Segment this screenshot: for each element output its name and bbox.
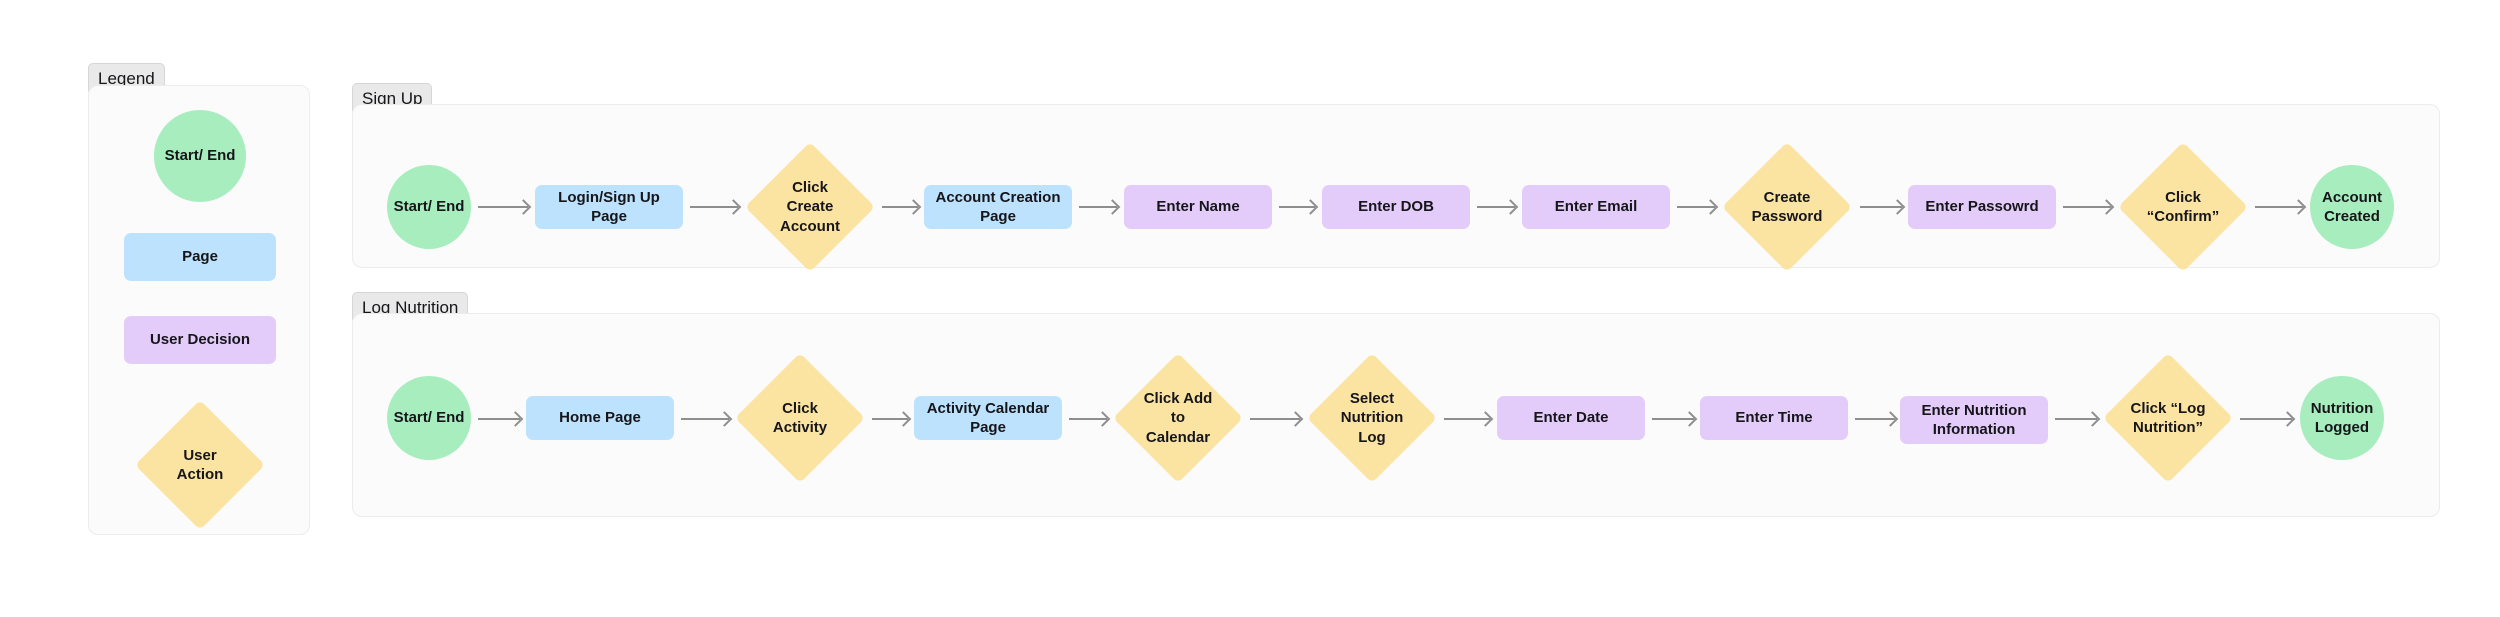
log-nutrition-arrow-7 xyxy=(1652,418,1694,420)
sign-up-arrow-1 xyxy=(478,206,528,208)
legend-user-action[interactable]: User Action xyxy=(130,399,270,531)
node-label: Click Add to Calendar xyxy=(1143,390,1213,446)
node-label: Start/ End xyxy=(393,198,465,216)
log-nutrition-enter-nutrition-information[interactable]: Enter Nutrition Information xyxy=(1900,396,2048,444)
legend-page[interactable]: Page xyxy=(124,233,276,281)
node-label: Click Activity xyxy=(772,399,828,436)
node-label: User Action xyxy=(176,446,224,483)
node-label: Account Created xyxy=(2322,188,2382,225)
sign-up-account-creation-page[interactable]: Account Creation Page xyxy=(924,185,1072,229)
sign-up-arrow-9 xyxy=(2063,206,2111,208)
log-nutrition-arrow-6 xyxy=(1444,418,1490,420)
node-label: Enter Passowrd xyxy=(1925,198,2039,216)
log-nutrition-arrow-3 xyxy=(872,418,908,420)
log-nutrition-select-nutrition-log[interactable]: Select Nutrition Log xyxy=(1306,352,1438,484)
log-nutrition-click-activity[interactable]: Click Activity xyxy=(734,352,866,484)
sign-up-enter-email[interactable]: Enter Email xyxy=(1522,185,1670,229)
log-nutrition-arrow-4 xyxy=(1069,418,1107,420)
node-label: Enter Time xyxy=(1735,409,1813,427)
node-label: Create Password xyxy=(1751,188,1823,225)
node-label: Home Page xyxy=(559,409,641,427)
sign-up-arrow-7 xyxy=(1677,206,1715,208)
log-nutrition-start-end[interactable]: Start/ End xyxy=(387,376,471,460)
sign-up-arrow-3 xyxy=(882,206,918,208)
log-nutrition-arrow-9 xyxy=(2055,418,2097,420)
node-label: Account Creation Page xyxy=(935,188,1061,225)
node-label: Enter Nutrition Information xyxy=(1921,401,2027,438)
legend-start-end[interactable]: Start/ End xyxy=(154,110,246,202)
sign-up-arrow-2 xyxy=(690,206,738,208)
node-label: Nutrition Logged xyxy=(2310,399,2374,436)
node-label: Enter Date xyxy=(1533,409,1609,427)
sign-up-arrow-4 xyxy=(1079,206,1117,208)
sign-up-arrow-5 xyxy=(1279,206,1315,208)
sign-up-arrow-6 xyxy=(1477,206,1515,208)
sign-up-arrow-8 xyxy=(1860,206,1902,208)
node-label: Login/Sign Up Page xyxy=(558,188,660,225)
node-label: Click “Confirm” xyxy=(2146,188,2220,225)
log-nutrition-arrow-2 xyxy=(681,418,729,420)
sign-up-start-end[interactable]: Start/ End xyxy=(387,165,471,249)
sign-up-create-password[interactable]: Create Password xyxy=(1721,141,1853,273)
node-label: Enter DOB xyxy=(1358,198,1434,216)
log-nutrition-home-page[interactable]: Home Page xyxy=(526,396,674,440)
sign-up-enter-password[interactable]: Enter Passowrd xyxy=(1908,185,2056,229)
sign-up-arrow-10 xyxy=(2255,206,2303,208)
log-nutrition-nutrition-logged[interactable]: Nutrition Logged xyxy=(2300,376,2384,460)
node-label: Start/ End xyxy=(164,147,236,165)
legend-user-decision[interactable]: User Decision xyxy=(124,316,276,364)
node-label: Page xyxy=(182,248,218,266)
sign-up-click-create-account[interactable]: Click Create Account xyxy=(744,141,876,273)
log-nutrition-activity-calendar-page[interactable]: Activity Calendar Page xyxy=(914,396,1062,440)
sign-up-account-created[interactable]: Account Created xyxy=(2310,165,2394,249)
node-label: Click “Log Nutrition” xyxy=(2130,399,2206,436)
node-label: Select Nutrition Log xyxy=(1340,390,1404,446)
node-label: Enter Name xyxy=(1156,198,1240,216)
node-label: Activity Calendar Page xyxy=(926,399,1050,436)
log-nutrition-click-add-to-calendar[interactable]: Click Add to Calendar xyxy=(1112,352,1244,484)
node-label: Click Create Account xyxy=(780,179,840,235)
sign-up-enter-name[interactable]: Enter Name xyxy=(1124,185,1272,229)
log-nutrition-arrow-5 xyxy=(1250,418,1300,420)
sign-up-enter-dob[interactable]: Enter DOB xyxy=(1322,185,1470,229)
log-nutrition-arrow-8 xyxy=(1855,418,1895,420)
sign-up-login-sign-up-page[interactable]: Login/Sign Up Page xyxy=(535,185,683,229)
node-label: Enter Email xyxy=(1554,198,1638,216)
node-label: Start/ End xyxy=(393,409,465,427)
log-nutrition-enter-date[interactable]: Enter Date xyxy=(1497,396,1645,440)
log-nutrition-arrow-10 xyxy=(2240,418,2292,420)
log-nutrition-arrow-1 xyxy=(478,418,520,420)
node-label: User Decision xyxy=(149,331,251,349)
log-nutrition-click-log-nutrition[interactable]: Click “Log Nutrition” xyxy=(2102,352,2234,484)
sign-up-click-confirm[interactable]: Click “Confirm” xyxy=(2117,141,2249,273)
log-nutrition-enter-time[interactable]: Enter Time xyxy=(1700,396,1848,440)
